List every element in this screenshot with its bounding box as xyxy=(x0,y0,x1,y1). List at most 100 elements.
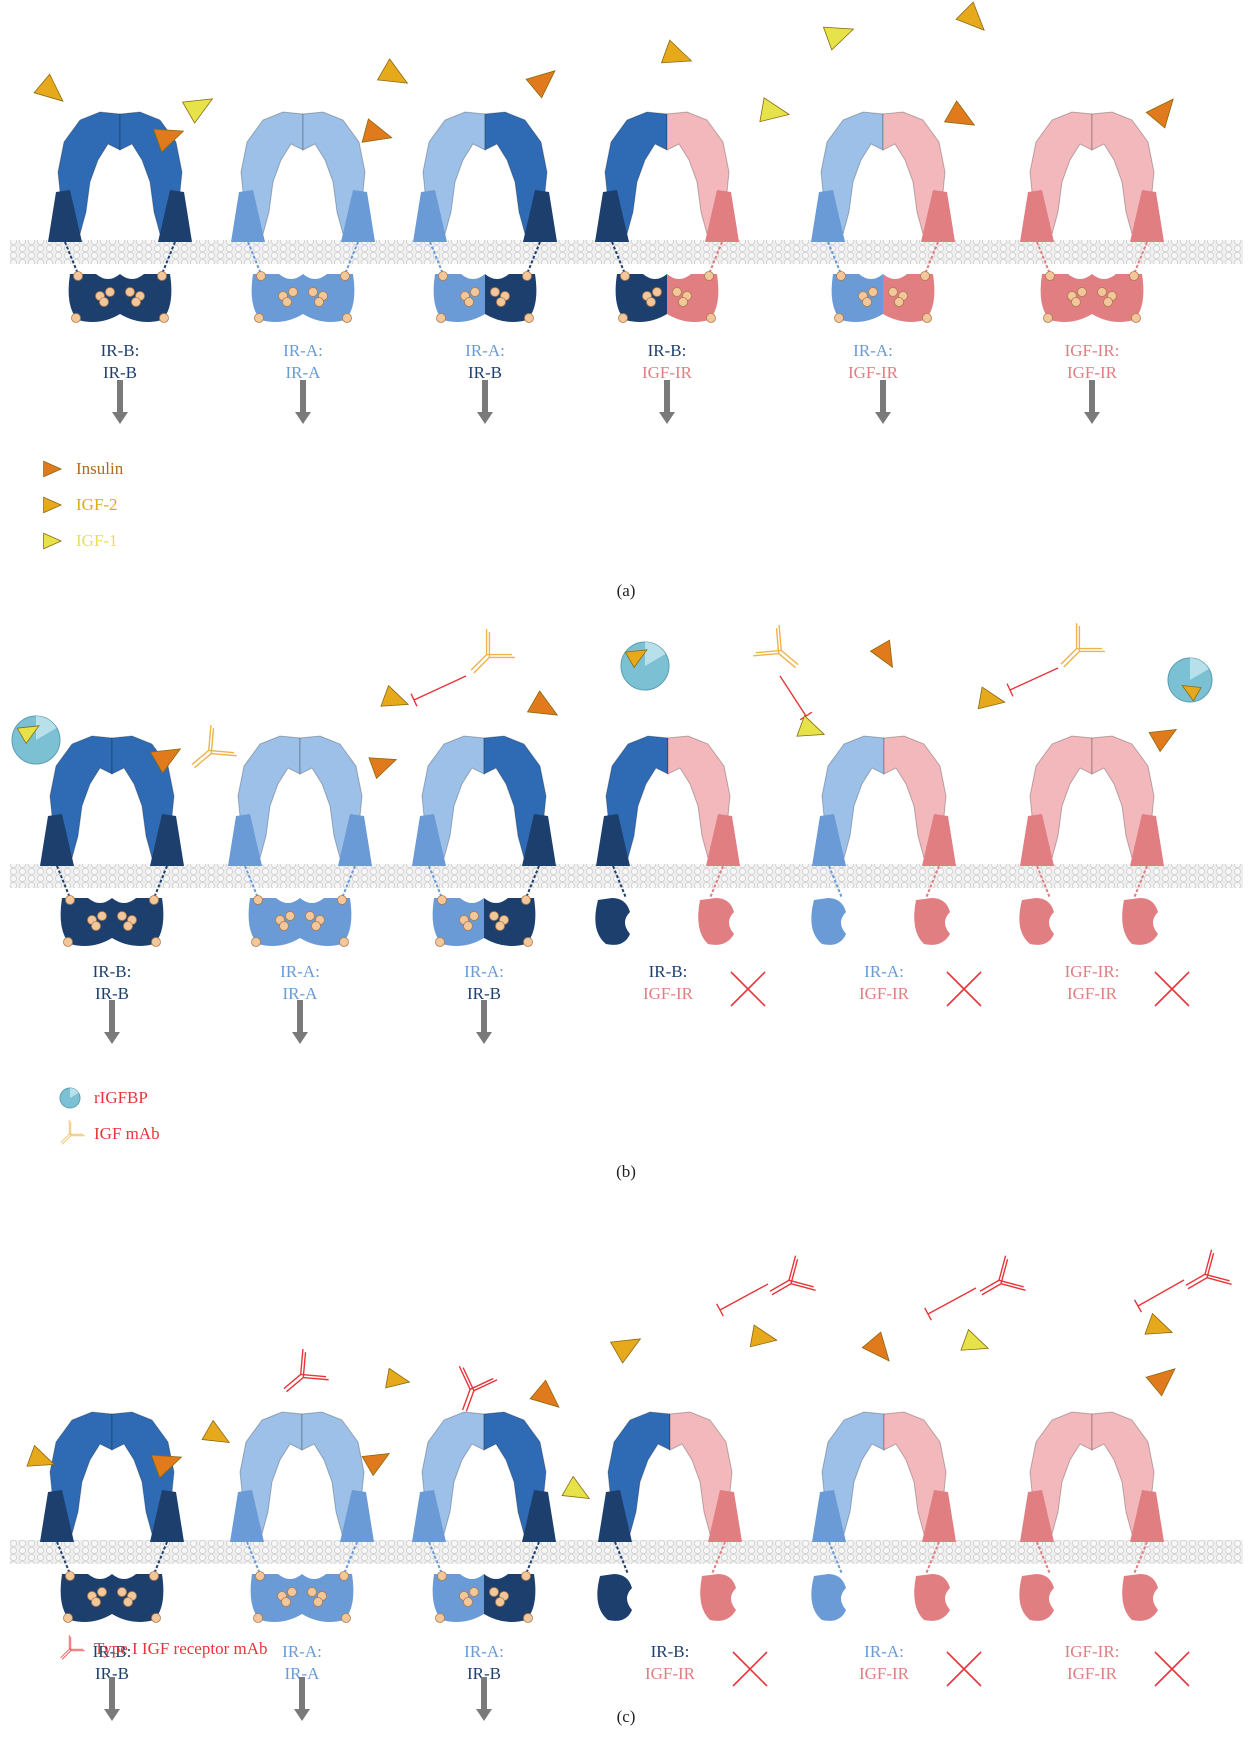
insulin-ligand xyxy=(1146,91,1182,128)
receptor-label: IR-A:IGF-IR xyxy=(848,341,899,382)
signal-arrow-head xyxy=(875,412,891,424)
phosphate-group xyxy=(1044,314,1053,323)
igf-mab xyxy=(458,629,515,686)
signal-arrow-shaft xyxy=(300,380,306,414)
phosphate-group xyxy=(92,1598,101,1607)
insulin-ligand xyxy=(369,749,400,778)
phosphate-group xyxy=(470,912,479,921)
receptor-label-bottom: IGF-IR xyxy=(1067,1664,1118,1683)
phosphate-group xyxy=(439,272,448,281)
phosphate-group xyxy=(523,272,532,281)
kinase-domain-right xyxy=(1122,898,1158,945)
kinase-domain-right xyxy=(1122,1574,1158,1621)
receptor-dimer-2 xyxy=(413,112,557,323)
inhibition-bar xyxy=(1135,1300,1142,1312)
phosphate-group xyxy=(707,314,716,323)
inhibition-line xyxy=(1010,668,1058,690)
phosphate-group xyxy=(621,272,630,281)
type1-igf-receptor-mab xyxy=(272,1349,328,1405)
phosphate-group xyxy=(306,912,315,921)
signal-arrow-head xyxy=(477,412,493,424)
phosphate-group xyxy=(124,922,133,931)
phosphate-group xyxy=(889,288,898,297)
type1-igf-receptor-mab xyxy=(761,1256,816,1311)
phosphate-group xyxy=(309,288,318,297)
signal-arrow-shaft xyxy=(880,380,886,414)
igf1-ligand xyxy=(823,18,857,50)
phosphate-group xyxy=(522,896,531,905)
signal-arrow-shaft xyxy=(481,1000,487,1034)
phosphate-group xyxy=(895,298,904,307)
rigfbp-complex xyxy=(621,642,669,690)
phosphate-group xyxy=(66,896,75,905)
phosphate-group xyxy=(64,938,73,947)
igf2-ligand xyxy=(378,59,414,94)
insulin-ligand xyxy=(528,691,564,726)
phosphate-group xyxy=(72,314,81,323)
type1-igf-receptor-mab xyxy=(446,1366,497,1417)
legend-label: rIGFBP xyxy=(94,1088,148,1107)
phosphate-group xyxy=(837,272,846,281)
phosphate-group xyxy=(312,922,321,931)
phosphate-group xyxy=(1098,288,1107,297)
receptor-label: IGF-IR:IGF-IR xyxy=(1065,341,1120,382)
signal-arrow-shaft xyxy=(481,1677,487,1711)
phosphate-group xyxy=(496,922,505,931)
signal-arrow-head xyxy=(294,1709,310,1721)
rigfbp-legend-icon xyxy=(60,1088,80,1108)
phosphate-group xyxy=(524,1614,533,1623)
phosphate-group xyxy=(282,1598,291,1607)
cell-membrane xyxy=(10,1540,1243,1564)
phosphate-group xyxy=(158,272,167,281)
receptor-label-top: IR-A: xyxy=(864,1642,904,1661)
phosphate-group xyxy=(126,288,135,297)
receptor-label-top: IR-A: xyxy=(283,341,323,360)
receptor-label-bottom: IGF-IR xyxy=(848,363,899,382)
insulin-ligand xyxy=(862,1332,898,1369)
signal-arrow-head xyxy=(104,1032,120,1044)
type1-igf-receptor-mab-legend-icon xyxy=(54,1635,85,1666)
receptor-dimer-4 xyxy=(811,736,956,945)
phosphate-group xyxy=(314,1598,323,1607)
phosphate-group xyxy=(256,1572,265,1581)
phosphate-group xyxy=(118,1588,127,1597)
igf2-ligand xyxy=(386,1368,412,1391)
cell-membrane xyxy=(10,240,1243,264)
receptor-label: IR-A:IR-B xyxy=(464,962,504,1003)
insulin-ligand xyxy=(530,1380,567,1416)
phosphate-group xyxy=(132,298,141,307)
igf2-ligand xyxy=(661,40,695,72)
phosphate-group xyxy=(436,938,445,947)
phosphate-group xyxy=(1104,298,1113,307)
kinase-domain-left xyxy=(1019,898,1054,945)
phosphate-group xyxy=(66,1572,75,1581)
phosphate-group xyxy=(524,938,533,947)
igf2-ligand xyxy=(956,2,993,39)
phosphate-group xyxy=(64,1614,73,1623)
receptor-label-top: IR-A: xyxy=(280,962,320,981)
receptor-dimer-2 xyxy=(412,1412,556,1623)
signal-arrow-head xyxy=(659,412,675,424)
kinase-domain-left xyxy=(811,898,846,945)
receptor-label-top: IR-A: xyxy=(464,962,504,981)
receptor-label-top: IR-A: xyxy=(465,341,505,360)
receptor-dimer-5 xyxy=(1019,1412,1164,1621)
receptor-label-top: IR-B: xyxy=(649,962,688,981)
receptor-label: IR-A:IR-B xyxy=(464,1642,504,1683)
receptor-label-top: IR-A: xyxy=(464,1642,504,1661)
inhibition-line xyxy=(1138,1280,1184,1306)
inhibition-bar xyxy=(1007,684,1013,697)
receptor-label-top: IGF-IR: xyxy=(1065,341,1120,360)
phosphate-group xyxy=(340,1572,349,1581)
signal-arrow-shaft xyxy=(117,380,123,414)
receptor-dimer-0 xyxy=(40,1412,184,1623)
phosphate-group xyxy=(124,1598,133,1607)
igf-mab xyxy=(180,725,236,781)
legend-label: IGF-2 xyxy=(76,495,118,514)
kinase-domain-left xyxy=(595,898,630,945)
inhibition-line xyxy=(414,676,466,700)
phosphate-group xyxy=(338,896,347,905)
phosphate-group xyxy=(470,1588,479,1597)
igf1-ligand xyxy=(562,1476,595,1508)
panel-label: (b) xyxy=(616,1162,636,1181)
